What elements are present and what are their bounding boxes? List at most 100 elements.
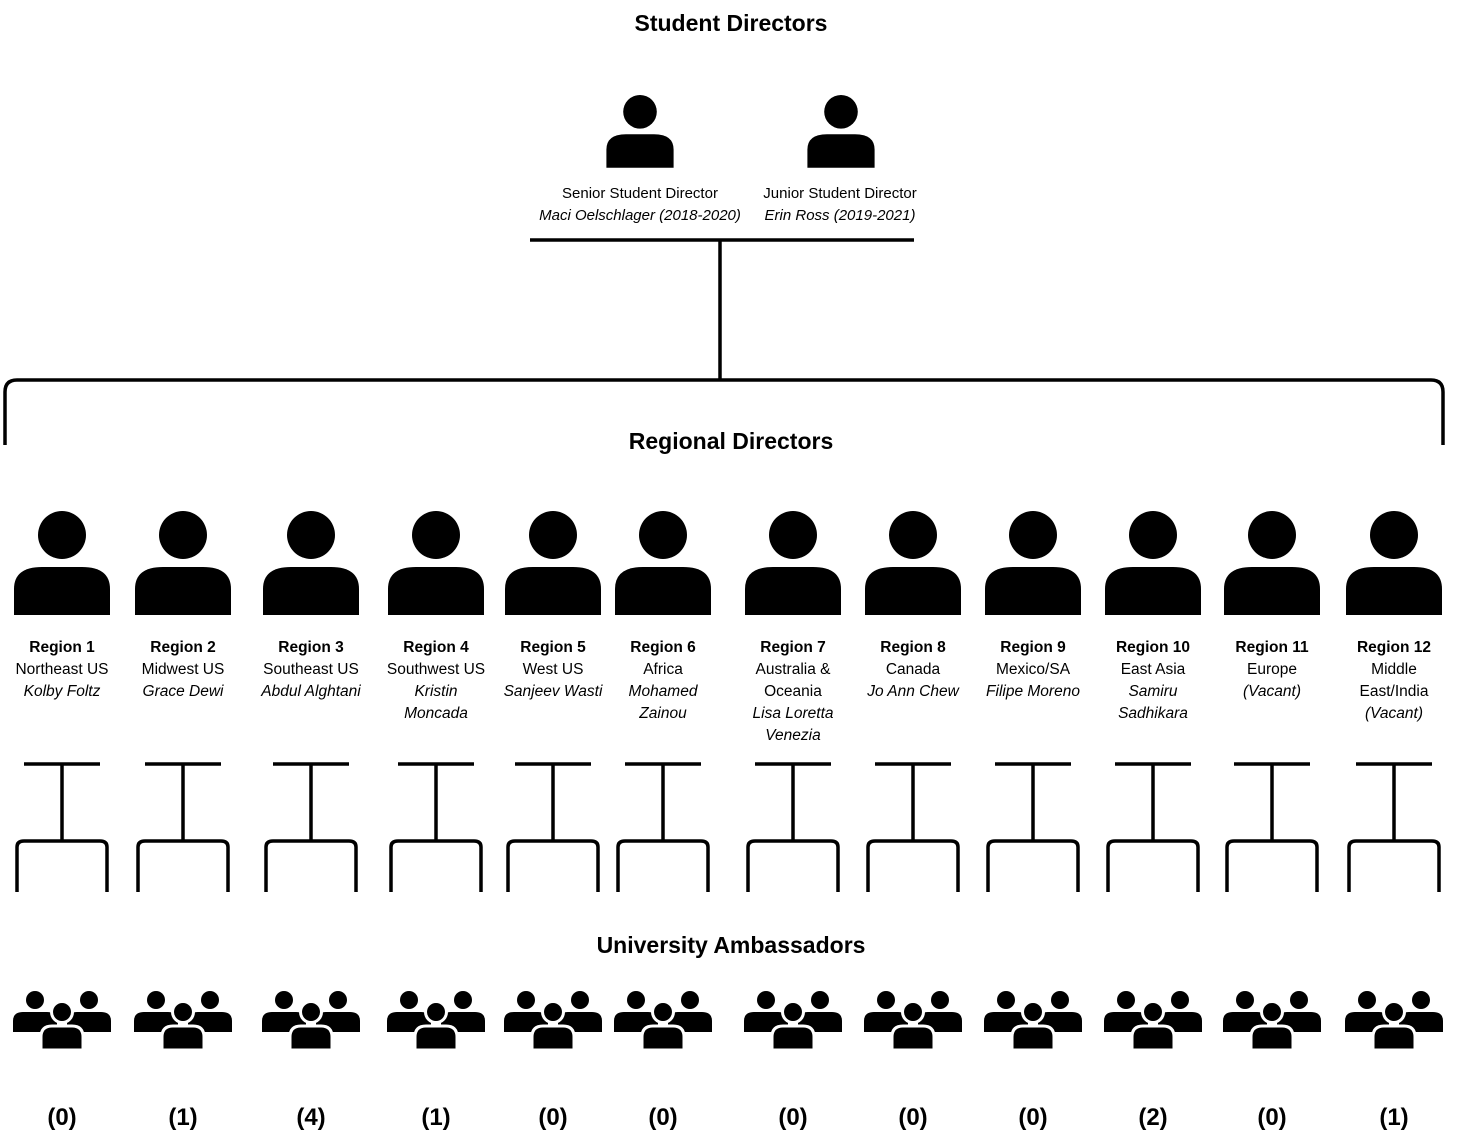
region-9-label: Region 9 Mexico/SA Filipe Moreno <box>978 637 1088 703</box>
region-title: Region 4 <box>403 639 469 656</box>
region-director-avatar-icon <box>985 511 1081 615</box>
region-director-avatar-icon <box>14 511 110 615</box>
region-title: Region 2 <box>150 639 216 656</box>
ambassador-count: (0) <box>1018 1104 1048 1131</box>
ambassador-count: (1) <box>1379 1104 1409 1131</box>
region-title: Region 1 <box>29 639 95 656</box>
region-director-avatar-icon <box>745 511 841 615</box>
region-area: Northeast US <box>15 661 109 678</box>
region-3-label: Region 3 Southeast US Abdul Alghtani <box>256 637 366 703</box>
ambassador-count: (0) <box>778 1104 808 1131</box>
region-area: West US <box>522 661 584 678</box>
region-director-name: Kristin Moncada <box>404 683 468 722</box>
region-connector <box>616 762 710 892</box>
region-area: Australia & Oceania <box>755 661 831 700</box>
ambassador-group-icon <box>13 991 111 1052</box>
region-director-avatar-icon <box>615 511 711 615</box>
senior-director-name: Maci Oelschlager (2018-2020) <box>539 207 741 224</box>
region-director-avatar-icon <box>135 511 231 615</box>
ambassador-count: (0) <box>1257 1104 1287 1131</box>
ambassador-group-icon <box>614 991 712 1052</box>
region-title: Region 10 <box>1115 639 1191 656</box>
region-connector <box>15 762 109 892</box>
region-director-avatar-icon <box>1346 511 1442 615</box>
region-director-name: (Vacant) <box>1364 705 1423 722</box>
region-director-name: Mohamed Zainou <box>628 683 698 722</box>
region-connector <box>866 762 960 892</box>
region-area: Middle East/India <box>1359 661 1429 700</box>
region-area: Mexico/SA <box>995 661 1071 678</box>
region-director-avatar-icon <box>865 511 961 615</box>
region-title: Region 7 <box>760 639 826 656</box>
region-director-avatar-icon <box>263 511 359 615</box>
ambassador-count: (4) <box>296 1104 326 1131</box>
ambassador-count: (0) <box>538 1104 568 1131</box>
junior-director-avatar-icon <box>807 95 875 168</box>
region-connector <box>506 762 600 892</box>
junior-director-role: Junior Student Director <box>763 185 917 202</box>
region-director-name: Lisa Loretta Venezia <box>752 705 834 744</box>
junior-student-director: Junior Student Director Erin Ross (2019-… <box>720 183 960 227</box>
region-director-name: Sanjeev Wasti <box>503 683 603 700</box>
region-director-avatar-icon <box>388 511 484 615</box>
ambassador-group-icon <box>744 991 842 1052</box>
senior-director-avatar-icon <box>606 95 674 168</box>
region-title: Region 6 <box>630 639 696 656</box>
region-title: Region 11 <box>1235 639 1309 656</box>
region-area: Canada <box>885 661 941 678</box>
region-connector <box>1106 762 1200 892</box>
region-director-avatar-icon <box>1224 511 1320 615</box>
region-area: Midwest US <box>141 661 225 678</box>
region-director-name: Kolby Foltz <box>23 683 101 700</box>
ambassador-count: (0) <box>898 1104 928 1131</box>
ambassador-group-icon <box>1223 991 1321 1052</box>
ambassador-count: (1) <box>168 1104 198 1131</box>
region-director-name: Samiru Sadhikara <box>1118 683 1188 722</box>
region-connector <box>264 762 358 892</box>
student-directors-heading: Student Directors <box>634 10 828 36</box>
ambassador-group-icon <box>984 991 1082 1052</box>
region-area: Southwest US <box>386 661 486 678</box>
region-connector <box>1225 762 1319 892</box>
ambassador-group-icon <box>504 991 602 1052</box>
senior-student-director: Senior Student Director Maci Oelschlager… <box>520 183 760 227</box>
region-director-avatar-icon <box>505 511 601 615</box>
ambassador-group-icon <box>134 991 232 1052</box>
region-11-label: Region 11 Europe (Vacant) <box>1217 637 1327 703</box>
region-director-name: Jo Ann Chew <box>867 683 959 700</box>
ambassador-group-icon <box>387 991 485 1052</box>
region-title: Region 3 <box>278 639 344 656</box>
region-area: Europe <box>1247 661 1297 678</box>
ambassador-count: (0) <box>47 1104 77 1131</box>
ambassador-group-icon <box>864 991 962 1052</box>
region-connector <box>389 762 483 892</box>
ambassador-count: (0) <box>648 1104 678 1131</box>
ambassador-group-icon <box>1345 991 1443 1052</box>
region-1-label: Region 1 Northeast US Kolby Foltz <box>7 637 117 703</box>
region-title: Region 9 <box>1000 639 1066 656</box>
ambassador-group-icon <box>262 991 360 1052</box>
region-title: Region 12 <box>1356 639 1432 656</box>
region-area: Africa <box>643 661 683 678</box>
region-area: Southeast US <box>263 661 359 678</box>
senior-director-role: Senior Student Director <box>562 185 718 202</box>
region-8-label: Region 8 Canada Jo Ann Chew <box>858 637 968 703</box>
regional-directors-heading: Regional Directors <box>628 428 834 454</box>
region-connector <box>1347 762 1441 892</box>
region-director-name: (Vacant) <box>1242 683 1301 700</box>
region-director-avatar-icon <box>1105 511 1201 615</box>
region-connector <box>136 762 230 892</box>
ambassador-count: (2) <box>1138 1104 1168 1131</box>
region-director-name: Abdul Alghtani <box>261 683 361 700</box>
region-title: Region 8 <box>880 639 946 656</box>
region-director-name: Filipe Moreno <box>986 683 1080 700</box>
junior-director-name: Erin Ross (2019-2021) <box>764 207 916 224</box>
region-area: East Asia <box>1120 661 1186 678</box>
region-4-label: Region 4 Southwest US Kristin Moncada <box>381 637 491 725</box>
